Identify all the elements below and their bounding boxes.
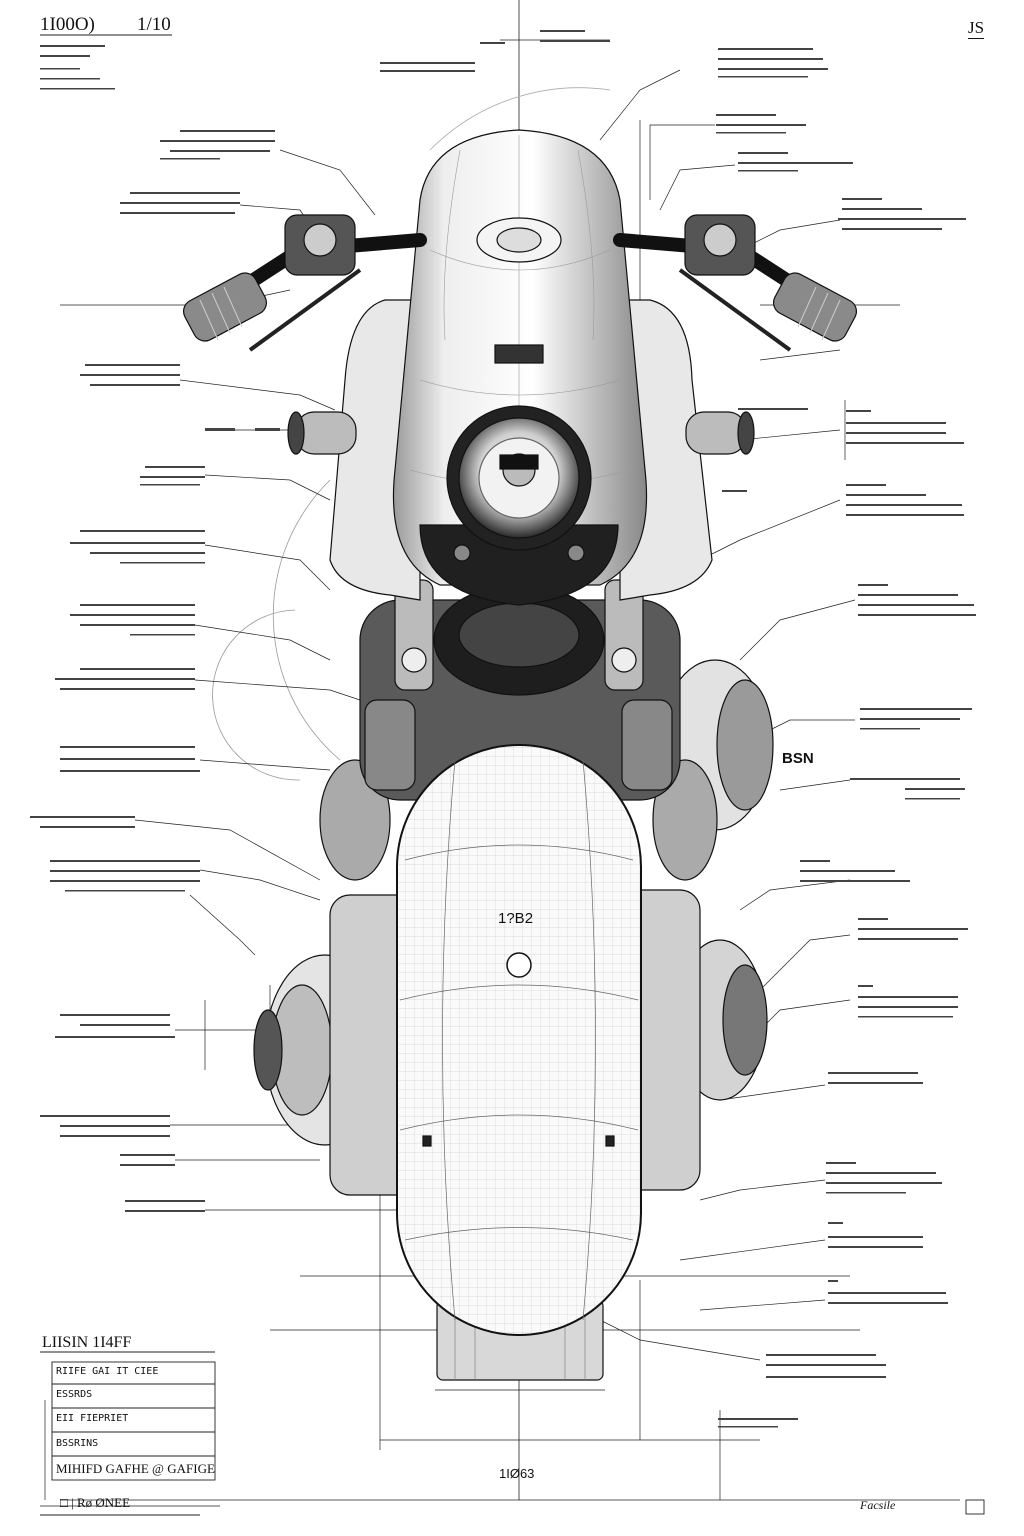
drawing-scale: 1/10 xyxy=(137,14,171,35)
front-tyre xyxy=(396,744,642,1336)
title-block-row-4: BSSRINS xyxy=(56,1438,99,1449)
annotation-blocks xyxy=(30,30,976,1428)
title-block-row-2: ESSRDS xyxy=(56,1389,93,1400)
left-handlebar xyxy=(182,214,427,352)
center-label: 1?B2 xyxy=(498,910,534,927)
signature: Facsile xyxy=(860,1498,896,1512)
bottom-number: 1IØ63 xyxy=(499,1466,535,1481)
title-block-row-5: MIHIFD GAFHE @ GAFIGE xyxy=(56,1461,215,1476)
corner-mark: JS xyxy=(968,18,985,39)
right-handlebar xyxy=(613,214,858,352)
title-block-bottom-row: □ | Rø ØNEE xyxy=(60,1495,131,1510)
drawing-title-left: 1I00O) xyxy=(40,14,95,35)
headlight-tag: BSN xyxy=(782,750,814,767)
title-block-frame xyxy=(40,34,985,1516)
title-block-heading: LIISIN 1I4FF xyxy=(42,1334,132,1351)
title-block-row-3: EII FIEPRIET xyxy=(56,1413,129,1424)
left-engine-cover xyxy=(253,759,421,1196)
title-block-row-1: RIIFE GAI IT CIEE xyxy=(56,1366,159,1377)
left-turn-signal xyxy=(287,411,357,455)
right-turn-signal xyxy=(685,411,755,455)
wheel-hub xyxy=(506,952,532,978)
motorcycle-front-view xyxy=(182,129,858,1381)
